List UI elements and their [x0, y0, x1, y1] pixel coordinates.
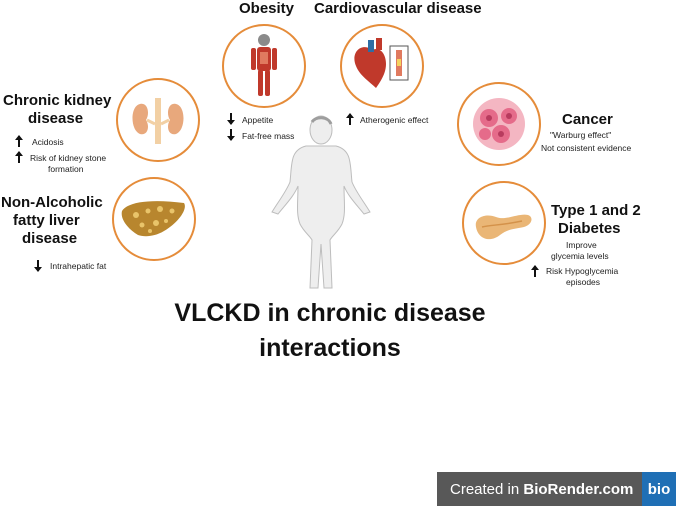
cardio-title: Cardiovascular disease — [314, 0, 482, 17]
cancer-circle — [457, 82, 541, 166]
badge-prefix: Created in — [450, 480, 524, 498]
arrow-up-icon — [15, 135, 23, 147]
liver-title-line-2: fatty liver — [13, 212, 80, 229]
cancer-title: Cancer — [562, 111, 613, 128]
arrow-down-icon — [34, 260, 42, 272]
obesity-title: Obesity — [239, 0, 295, 17]
liver-title-line-1: Non-Alcoholic — [1, 194, 103, 211]
body-anatomy-icon — [251, 34, 277, 96]
kidney-effect-stone: Risk of kidney stone — [30, 153, 107, 163]
pancreas-icon — [475, 214, 532, 240]
kidney-effect-acidosis: Acidosis — [32, 137, 64, 147]
badge-brand: BioRender.com — [523, 480, 634, 498]
liver-icon — [121, 201, 185, 237]
biorender-logo-icon: bio — [642, 472, 676, 506]
cancer-cell-icon — [473, 98, 525, 150]
main-title-line-2: interactions — [259, 334, 401, 362]
diabetes-effect-glycemia: glycemia levels — [551, 251, 609, 261]
cardio-circle — [340, 24, 424, 108]
arrow-up-icon — [346, 113, 354, 125]
diabetes-circle — [462, 181, 546, 265]
liver-circle — [112, 177, 196, 261]
diabetes-effect-improve: Improve — [566, 240, 597, 250]
arrow-down-icon — [227, 113, 235, 125]
obesity-effect-appetite: Appetite — [242, 115, 274, 125]
diabetes-title-line-1: Type 1 and 2 — [551, 202, 641, 219]
cancer-note-evidence: Not consistent evidence — [541, 143, 632, 153]
cardio-effect-atherogenic: Atherogenic effect — [360, 115, 429, 125]
arrow-down-icon — [227, 129, 235, 141]
kidney-title-line-2: disease — [28, 110, 84, 127]
arrow-up-icon — [531, 265, 539, 277]
diabetes-effect-hypoglycemia: Risk Hypoglycemia — [546, 266, 619, 276]
kidney-effect-stone-line-2: formation — [48, 164, 84, 174]
kidney-circle — [116, 78, 200, 162]
obesity-effect-fat-free-mass: Fat-free mass — [242, 131, 295, 141]
diabetes-effect-episodes: episodes — [566, 277, 601, 287]
heart-icon — [354, 38, 409, 88]
human-figure-icon — [271, 115, 371, 289]
arrow-up-icon — [15, 151, 23, 163]
main-title-line-1: VLCKD in chronic disease — [174, 299, 486, 327]
diabetes-title-line-2: Diabetes — [558, 220, 621, 237]
badge-text: Created in BioRender.com — [450, 481, 633, 498]
biorender-badge[interactable]: Created in BioRender.com bio — [437, 472, 676, 506]
liver-effect-intrahepatic: Intrahepatic fat — [50, 261, 107, 271]
obesity-circle — [222, 24, 306, 108]
kidney-icon — [132, 98, 184, 144]
liver-title-line-3: disease — [22, 230, 78, 247]
kidney-title-line-1: Chronic kidney — [3, 92, 112, 109]
cancer-note-warburg: "Warburg effect" — [550, 130, 612, 140]
